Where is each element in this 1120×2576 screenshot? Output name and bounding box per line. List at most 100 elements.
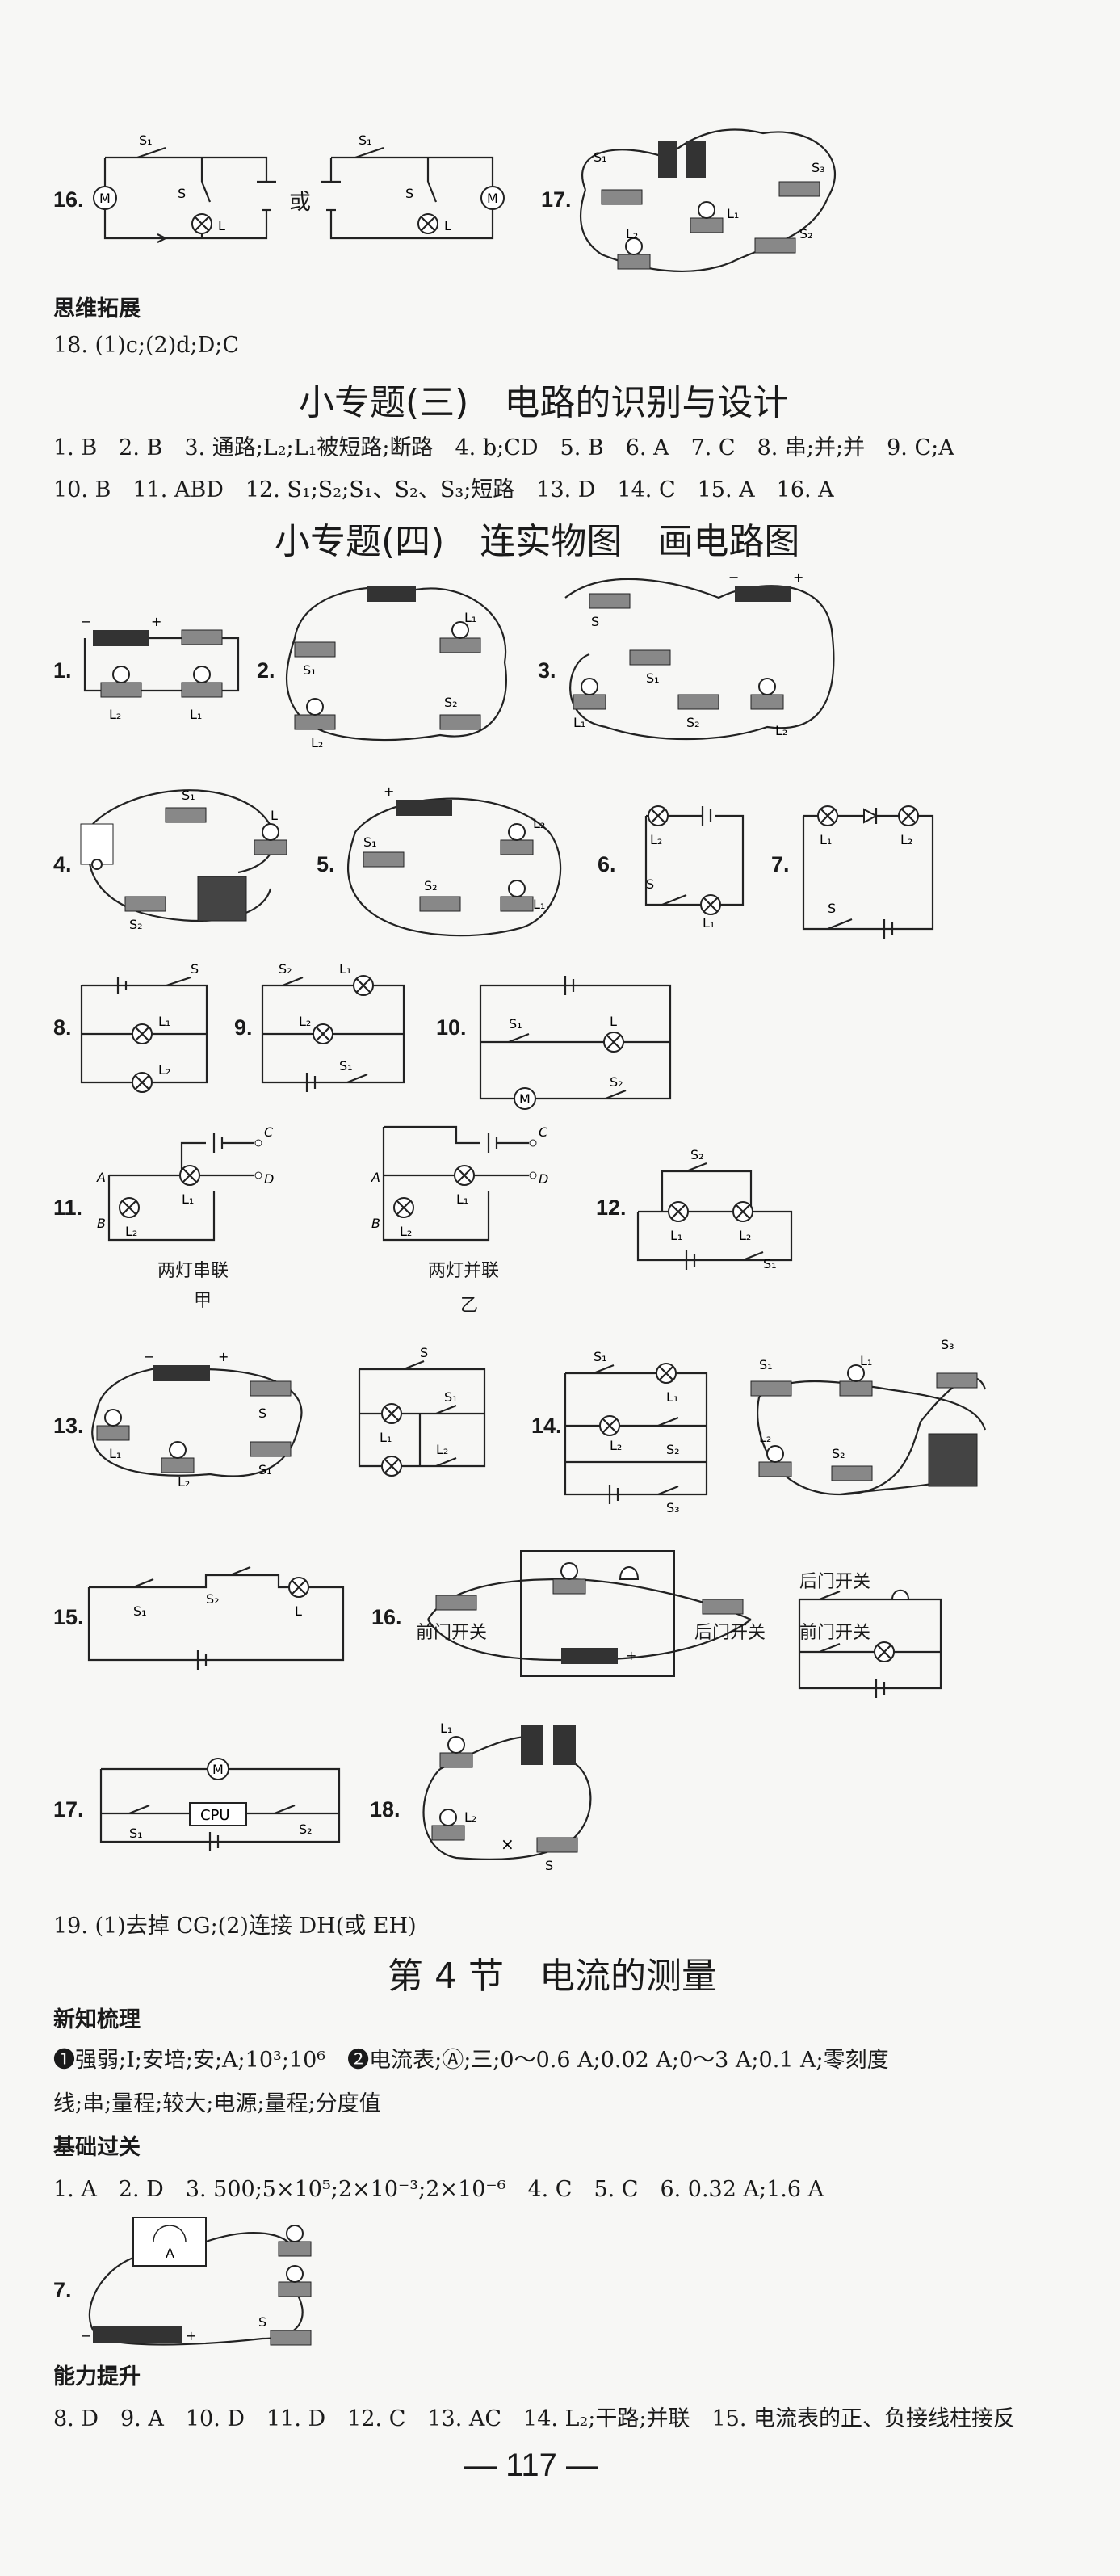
t4-q3-physical: −+ S S₁ L₁ S₂ L₂	[564, 569, 835, 741]
svg-text:L₂: L₂	[464, 1809, 476, 1825]
svg-text:B: B	[371, 1216, 380, 1231]
cpu-label: CPU	[200, 1807, 230, 1824]
svg-text:S₂: S₂	[129, 917, 143, 932]
svg-text:S₂: S₂	[299, 1822, 313, 1837]
svg-text:L₂: L₂	[533, 816, 545, 831]
svg-text:S₂: S₂	[610, 1074, 623, 1090]
t4-q2-label: 2.	[257, 658, 275, 683]
svg-text:−: −	[81, 614, 91, 629]
t4-q5-label: 5.	[317, 852, 335, 876]
q16-circuit-a: S₁ S L M	[93, 132, 276, 243]
svg-text:L₂: L₂	[125, 1224, 137, 1239]
new-knowledge-line1: ❶强弱;I;安培;安;A;10³;10⁶ ❷电流表;Ⓐ;三;0～0.6 A;0.…	[53, 2048, 889, 2073]
svg-text:S₂: S₂	[206, 1591, 220, 1607]
t4-q14-circuit: S₁ L₁ L₂ S₂ S₃	[564, 1349, 708, 1515]
new-knowledge-line2: 线;串;量程;较大;电源;量程;分度值	[53, 2091, 381, 2116]
t4-q16-label: 16.	[371, 1605, 402, 1629]
svg-text:L₁: L₁	[703, 915, 715, 931]
t4-q1-label: 1.	[53, 658, 72, 683]
svg-text:L₂: L₂	[759, 1430, 771, 1445]
svg-text:L₂: L₂	[158, 1062, 170, 1078]
section4-title: 第 4 节 电流的测量	[388, 1956, 717, 1997]
svg-text:L₂: L₂	[610, 1438, 622, 1453]
svg-text:+: +	[218, 1349, 229, 1364]
t4-q13-label: 13.	[53, 1414, 84, 1438]
t4-q13-circuit: S L₁ S₁ L₂	[358, 1345, 486, 1477]
svg-text:S: S	[258, 1406, 266, 1421]
t4-q16-circuit	[798, 1589, 942, 1698]
q16-label: 16.	[53, 187, 84, 212]
t4-q15-circuit: S₁ S₂ L	[87, 1565, 345, 1670]
svg-text:S₁: S₁	[763, 1256, 777, 1271]
topic3-title: 小专题(三) 电路的识别与设计	[299, 382, 789, 423]
svg-text:L₁: L₁	[464, 610, 476, 625]
svg-text:S₁: S₁	[303, 662, 317, 678]
svg-text:S₁: S₁	[759, 1357, 773, 1372]
q11-jia-caption: 两灯串联	[157, 1261, 229, 1281]
t4-q7-circuit: L₁ L₂ S	[802, 805, 934, 939]
q17-label: 17.	[541, 187, 572, 212]
svg-text:L₁: L₁	[182, 1191, 194, 1207]
svg-text:L₁: L₁	[666, 1389, 678, 1405]
t4-q10-circuit: S₁ L M S₂	[479, 976, 672, 1110]
svg-text:L: L	[271, 808, 278, 823]
svg-text:S₃: S₃	[666, 1500, 680, 1515]
svg-text:+: +	[186, 2328, 196, 2343]
svg-text:S: S	[191, 961, 199, 977]
svg-text:M: M	[212, 1762, 224, 1777]
t4-q11-jia-circuit: A L₁ C D B L₂	[96, 1124, 274, 1242]
topic3-answers-row2: 10. B 11. ABD 12. S₁;S₂;S₁、S₂、S₃;短路 13. …	[53, 477, 834, 502]
topic3-answers-row1: 1. B 2. B 3. 通路;L₂;L₁被短路;断路 4. b;CD 5. B…	[53, 435, 954, 460]
svg-text:A: A	[166, 2246, 174, 2261]
t4-q13-physical: −+ S L₁ S₁ L₂	[91, 1349, 303, 1490]
svg-text:L₁: L₁	[440, 1721, 452, 1736]
t4-q16-physical: +	[427, 1550, 752, 1677]
svg-text:A: A	[96, 1170, 106, 1185]
svg-text:+: +	[151, 614, 161, 629]
q16-circuit-back-switch: 后门开关	[799, 1572, 871, 1592]
svg-text:A: A	[371, 1170, 380, 1185]
svg-text:S₃: S₃	[812, 160, 825, 175]
s4-q7-label: 7.	[53, 2278, 72, 2302]
t4-q3-label: 3.	[538, 658, 556, 683]
svg-text:S₁: S₁	[444, 1389, 458, 1405]
svg-text:−: −	[728, 569, 739, 585]
svg-text:M: M	[99, 191, 111, 206]
svg-text:C: C	[264, 1124, 274, 1140]
svg-text:S₁: S₁	[129, 1826, 143, 1841]
svg-text:S₁: S₁	[133, 1603, 147, 1619]
svg-text:C: C	[539, 1124, 548, 1140]
svg-text:L₁: L₁	[727, 206, 739, 221]
t4-q11-label: 11.	[53, 1196, 83, 1220]
svg-text:S₁: S₁	[509, 1016, 522, 1032]
page-number: — 117 —	[464, 2448, 598, 2483]
t4-q12-label: 12.	[596, 1196, 627, 1220]
t4-q6-label: 6.	[598, 852, 616, 876]
svg-text:S: S	[828, 901, 836, 916]
t4-q10-label: 10.	[436, 1015, 467, 1040]
svg-text:L: L	[444, 218, 451, 233]
svg-text:S₁: S₁	[339, 1058, 353, 1074]
svg-text:L₁: L₁	[533, 897, 545, 912]
q11-yi-caption: 两灯并联	[428, 1261, 500, 1281]
svg-text:L: L	[218, 218, 225, 233]
svg-text:S: S	[545, 1858, 553, 1873]
q19-answer: 19. (1)去掉 CG;(2)连接 DH(或 EH)	[53, 1914, 417, 1939]
svg-text:L₂: L₂	[739, 1228, 751, 1243]
svg-text:L₁: L₁	[860, 1353, 872, 1368]
svg-text:D: D	[264, 1171, 274, 1187]
t4-q6-circuit: L₂ S L₁	[644, 805, 745, 931]
svg-text:S₁: S₁	[359, 132, 372, 148]
t4-q2-physical: S₁ L₁ L₂ S₂	[286, 586, 507, 750]
t4-q8-circuit: S L₁ L₂	[80, 961, 208, 1093]
svg-text:D: D	[539, 1171, 548, 1187]
svg-text:S₁: S₁	[363, 834, 377, 850]
svg-text:S: S	[405, 186, 413, 201]
svg-text:S₂: S₂	[799, 226, 813, 242]
svg-text:L₂: L₂	[436, 1442, 448, 1457]
svg-text:L₁: L₁	[339, 961, 351, 977]
svg-text:L₂: L₂	[178, 1474, 190, 1490]
svg-text:S₂: S₂	[690, 1147, 704, 1162]
svg-text:S₂: S₂	[424, 878, 438, 893]
ability-header: 能力提升	[53, 2364, 141, 2389]
